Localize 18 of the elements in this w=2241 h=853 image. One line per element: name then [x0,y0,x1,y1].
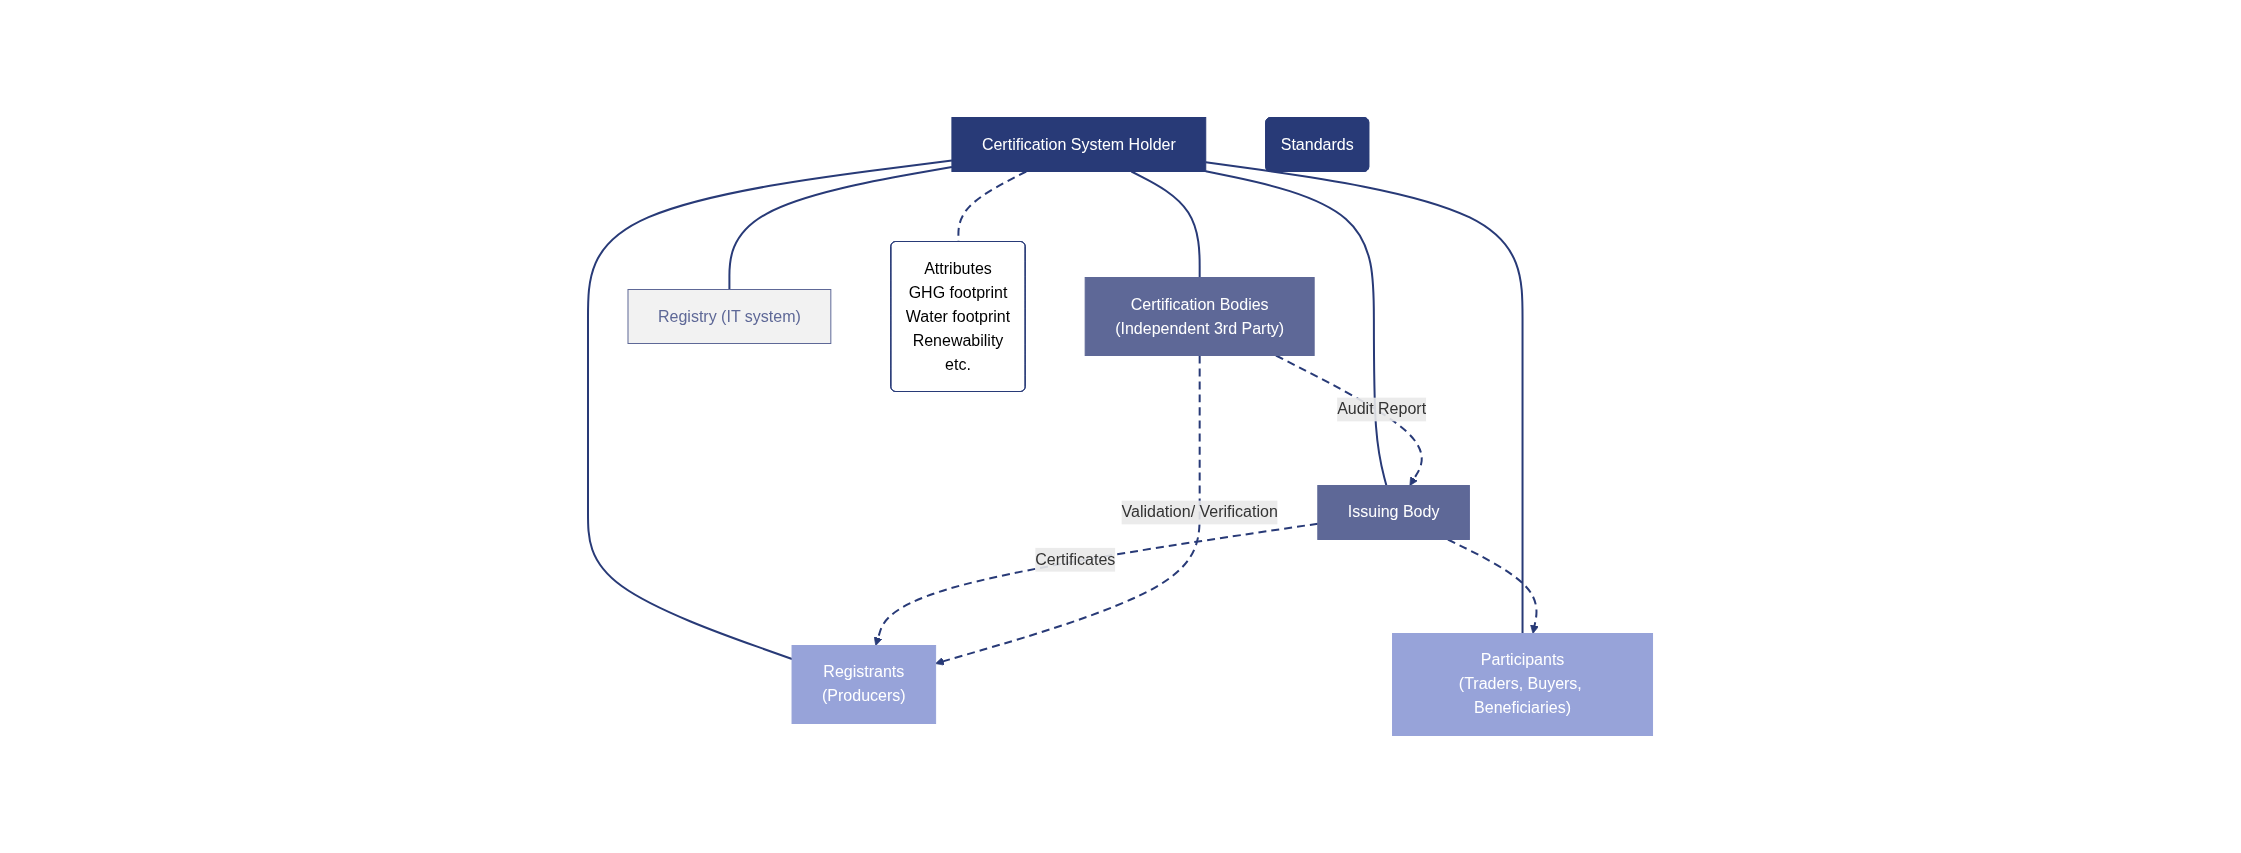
node-box: Certification Bodies (Independent 3rd Party) [1084,277,1315,356]
node-box: Certification System Holder [951,117,1207,172]
connector [1205,161,1524,635]
node-box: Registrants (Producers) [791,645,937,724]
node-box: Registry (IT system) [627,289,832,344]
arrow [874,522,1320,646]
node-box: Participants (Traders, Buyers, Beneficiaries) [1392,633,1654,736]
arrow [1447,538,1540,634]
connector [1205,170,1388,487]
edge-label: Validation/ Verification [1121,503,1279,521]
arrow [935,354,1201,666]
edge-label: Certificates [1035,550,1116,568]
connector [587,159,954,660]
connector [1130,170,1201,279]
node-box: Issuing Body [1317,485,1471,540]
arrow [1275,354,1423,486]
connector [728,166,954,291]
edge-label: Audit Report [1337,400,1427,418]
